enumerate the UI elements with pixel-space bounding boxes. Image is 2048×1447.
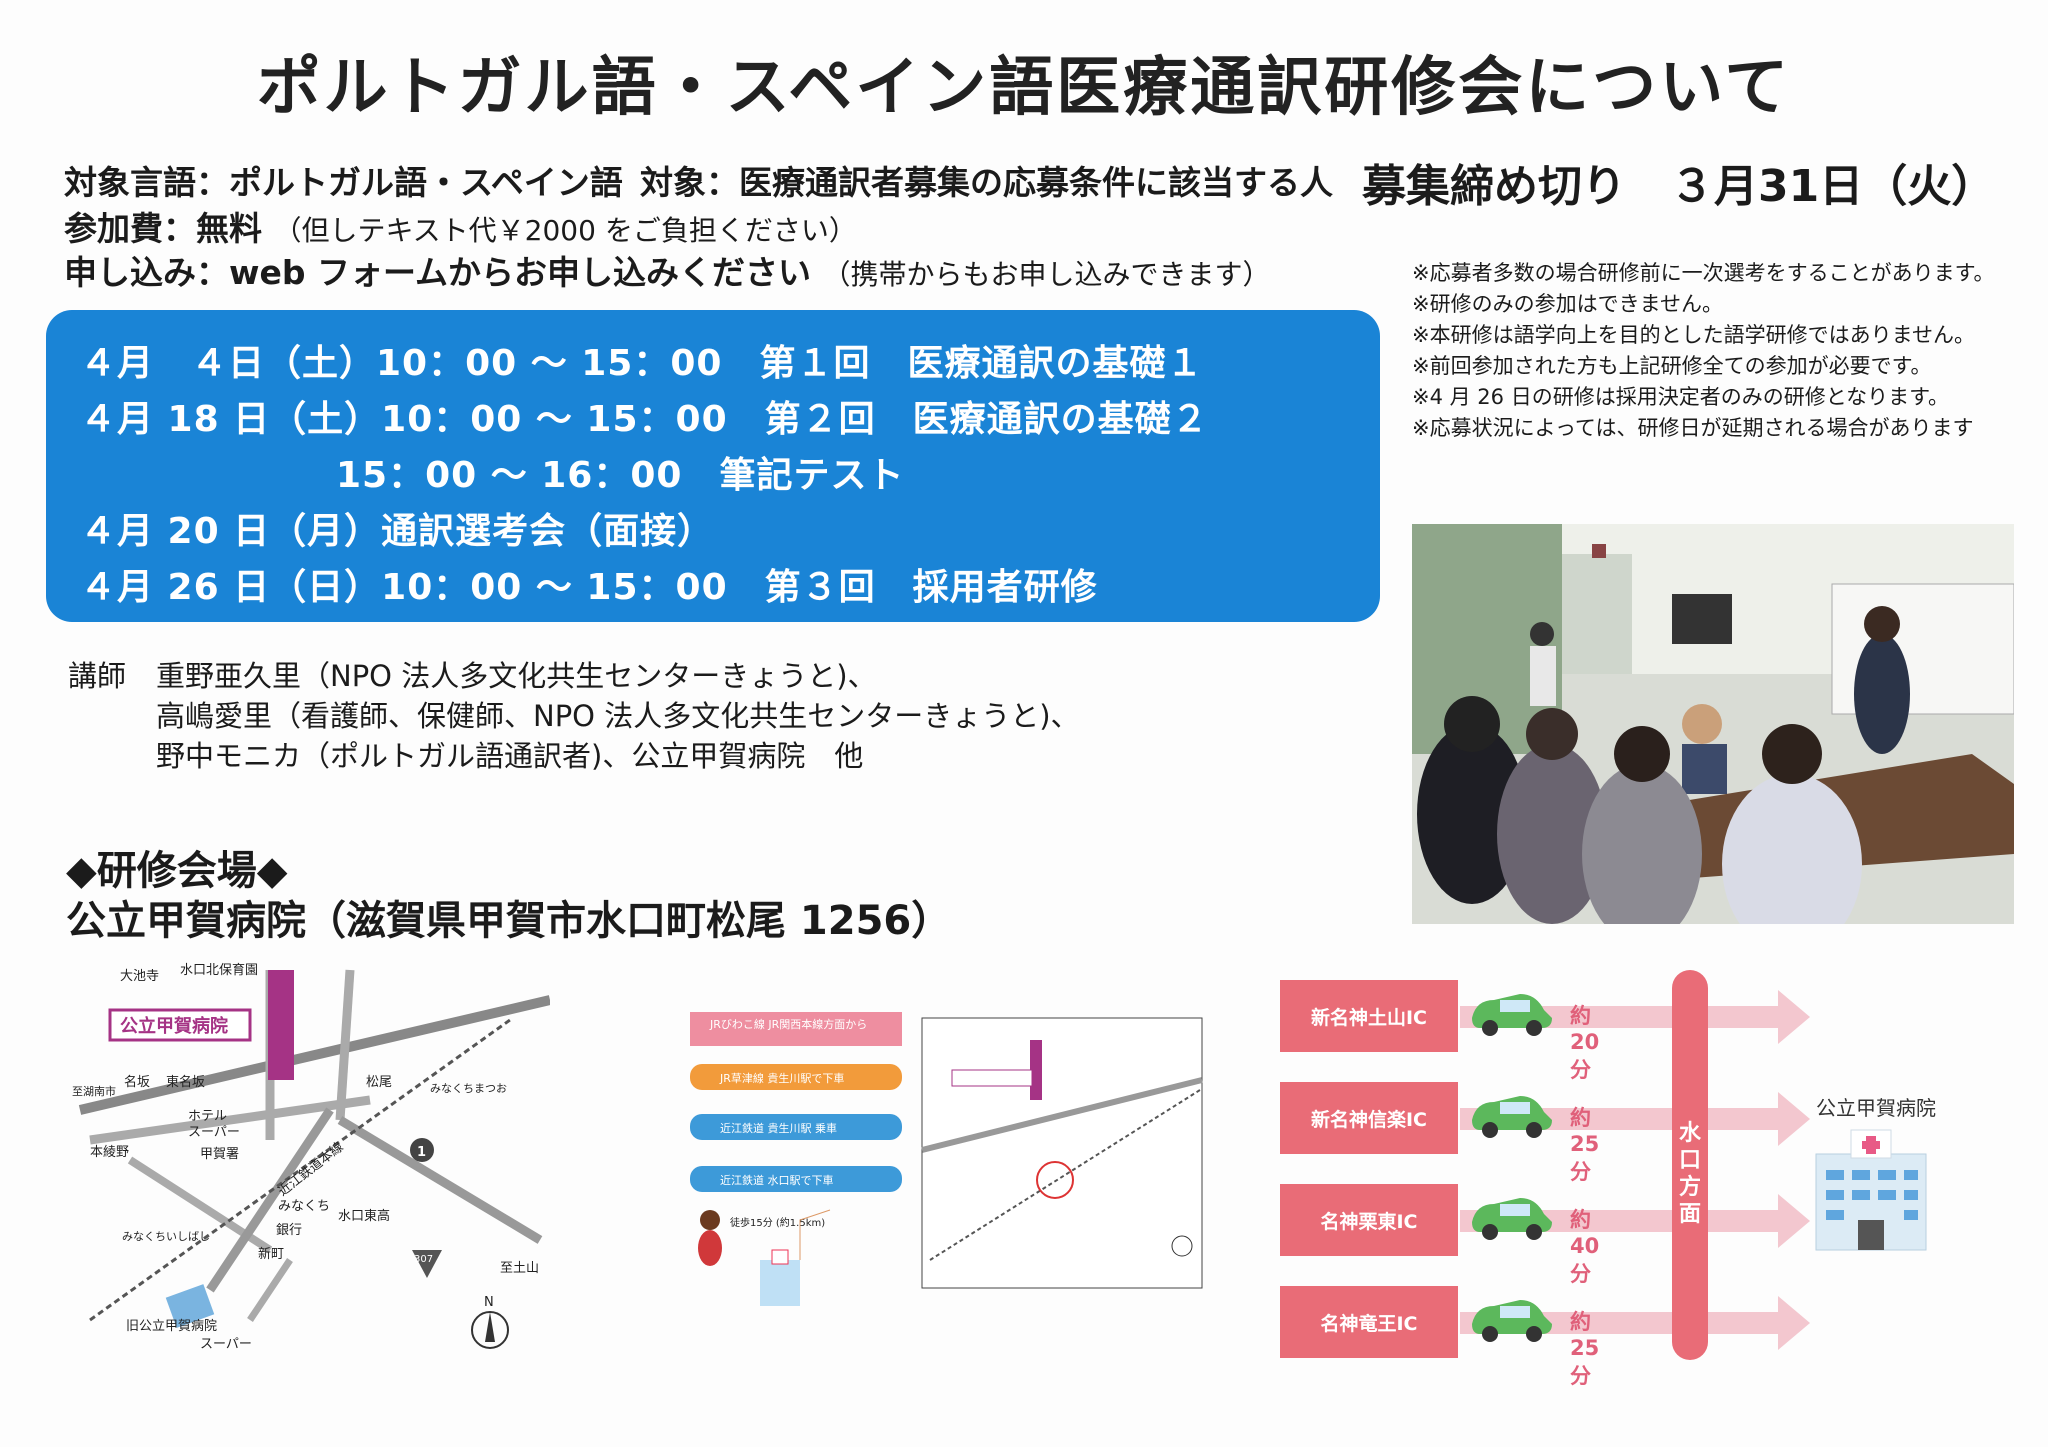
lecturers-label: 講師 <box>68 659 127 693</box>
map-label: スーパー <box>188 1125 240 1140</box>
map-label: 水口北保育園 <box>180 962 258 978</box>
fee-main: 参加費：無料 <box>64 209 262 248</box>
map-label: 本綾野 <box>90 1144 129 1160</box>
drive-time: 約25分 <box>1570 1106 1600 1184</box>
route-step: 近江鉄道 貴生川駅 乗車 <box>720 1121 837 1135</box>
ic-label: 新名神信楽IC <box>1280 1082 1458 1154</box>
note-item: ※応募状況によっては、研修日が延期される場合があります <box>1412 416 1974 440</box>
route-arrows <box>1460 990 1810 1350</box>
schedule-line: ４月 ４日（土）10：00 ～ 15：00 第１回 医療通訳の基礎１ <box>80 343 1204 384</box>
map-label: ホテル <box>188 1109 227 1124</box>
direction-bar: 水口方面 <box>1672 970 1708 1360</box>
notes-list: ※応募者多数の場合研修前に一次選考をすることがあります。 ※研修のみの参加はでき… <box>1412 258 1995 444</box>
map-label: 甲賀署 <box>200 1147 239 1162</box>
apply-main: 申し込み：web フォームからお申し込みください <box>64 253 811 292</box>
map-hospital-label: 公立甲賀病院 <box>120 1015 228 1037</box>
schedule-line: 15：00 ～ 16：00 筆記テスト <box>336 455 905 496</box>
map-label: 新町 <box>258 1246 284 1262</box>
note-item: ※応募者多数の場合研修前に一次選考をすることがあります。 <box>1412 261 1995 285</box>
route-1-shield: 1 <box>417 1145 426 1160</box>
schedule-line: ４月 18 日（土）10：00 ～ 15：00 第２回 医療通訳の基礎２ <box>80 399 1209 440</box>
lecturer-line: 高嶋愛里（看護師、保健師、NPO 法人多文化共生センターきょうと)、 <box>156 699 1080 733</box>
map-label: スーパー <box>200 1337 252 1352</box>
map-label: 至土山 <box>500 1261 539 1276</box>
note-item: ※4 月 26 日の研修は採用決定者のみの研修となります。 <box>1412 385 1949 409</box>
ic-label: 新名神土山IC <box>1280 980 1458 1052</box>
direction-label: 水口方面 <box>1678 1121 1701 1227</box>
venue-address: 公立甲賀病院（滋賀県甲賀市水口町松尾 1256） <box>66 898 952 944</box>
drive-time: 約40分 <box>1570 1208 1600 1286</box>
note-item: ※前回参加された方も上記研修全ての参加が必要です。 <box>1412 354 1932 378</box>
classroom-photo <box>1412 524 2014 924</box>
walk-note: 徒歩15分 (約1.5km) <box>730 1216 825 1229</box>
route-step: JR草津線 貴生川駅で下車 <box>719 1071 844 1085</box>
map-label: 名坂 <box>124 1074 150 1090</box>
map-label: 松尾 <box>366 1075 392 1090</box>
map-label: 水口東高 <box>338 1208 390 1224</box>
fee-note: （但しテキスト代￥2000 をご負担ください） <box>273 214 857 247</box>
note-item: ※研修のみの参加はできません。 <box>1412 292 1723 316</box>
schedule-band: ４月 ４日（土）10：00 ～ 15：00 第１回 医療通訳の基礎１ ４月 18… <box>46 310 1380 622</box>
deadline: 募集締め切り ３月31日（火） <box>1362 161 1996 212</box>
route-step: JRびわこ線 JR関西本線方面から <box>709 1017 867 1031</box>
target-language: 対象言語：ポルトガル語・スペイン語 <box>64 163 623 202</box>
route-step: 近江鉄道 水口駅で下車 <box>720 1173 834 1187</box>
lecturer-line: 野中モニカ（ポルトガル語通訳者)、公立甲賀病院 他 <box>156 739 864 773</box>
map-label: 東名坂 <box>166 1074 205 1090</box>
area-map: 公立甲賀病院 大池寺 水口北保育園 至湖南市 名坂 東名坂 本綾野 ホテル スー… <box>70 960 552 1360</box>
drive-time: 約20分 <box>1570 1004 1600 1082</box>
car-icon <box>1472 994 1552 1342</box>
access-route-map: JRびわこ線 JR関西本線方面から JR草津線 貴生川駅で下車 近江鉄道 貴生川… <box>690 1010 1210 1330</box>
schedule-line: ４月 26 日（日）10：00 ～ 15：00 第３回 採用者研修 <box>80 567 1098 608</box>
map-label: 旧公立甲賀病院 <box>126 1319 217 1334</box>
map-label: みなくちまつお <box>430 1082 507 1095</box>
schedule-line: ４月 20 日（月）通訳選考会（面接） <box>80 511 715 552</box>
apply: 申し込み：web フォームからお申し込みください （携帯からもお申し込みできます… <box>64 246 1271 294</box>
north-label: N <box>484 1295 494 1310</box>
venue-heading: ◆研修会場◆ <box>66 848 288 894</box>
note-item: ※本研修は語学向上を目的とした語学研修ではありません。 <box>1412 323 1975 347</box>
lecturer-line: 重野亜久里（NPO 法人多文化共生センターきょうと)、 <box>156 659 877 693</box>
route-307-shield: 307 <box>414 1254 433 1265</box>
map-label: みなくち <box>278 1199 330 1214</box>
map-label: 至湖南市 <box>72 1084 116 1098</box>
target-audience: 対象：医療通訳者募集の応募条件に該当する人 <box>640 163 1333 202</box>
destination-label: 公立甲賀病院 <box>1816 1096 1936 1120</box>
page-title: ポルトガル語・スペイン語医療通訳研修会について <box>256 51 1792 125</box>
hospital-icon <box>1815 1129 1927 1251</box>
map-label: 銀行 <box>276 1223 302 1238</box>
fee: 参加費：無料 （但しテキスト代￥2000 をご負担ください） <box>64 202 857 250</box>
ic-label: 名神栗東IC <box>1280 1184 1458 1256</box>
apply-note: （携帯からもお申し込みできます） <box>822 258 1271 291</box>
drive-time: 約25分 <box>1570 1310 1600 1388</box>
map-label: 大池寺 <box>120 969 159 984</box>
map-label: みなくちいしばし <box>122 1230 210 1243</box>
ic-label: 名神竜王IC <box>1280 1286 1458 1358</box>
